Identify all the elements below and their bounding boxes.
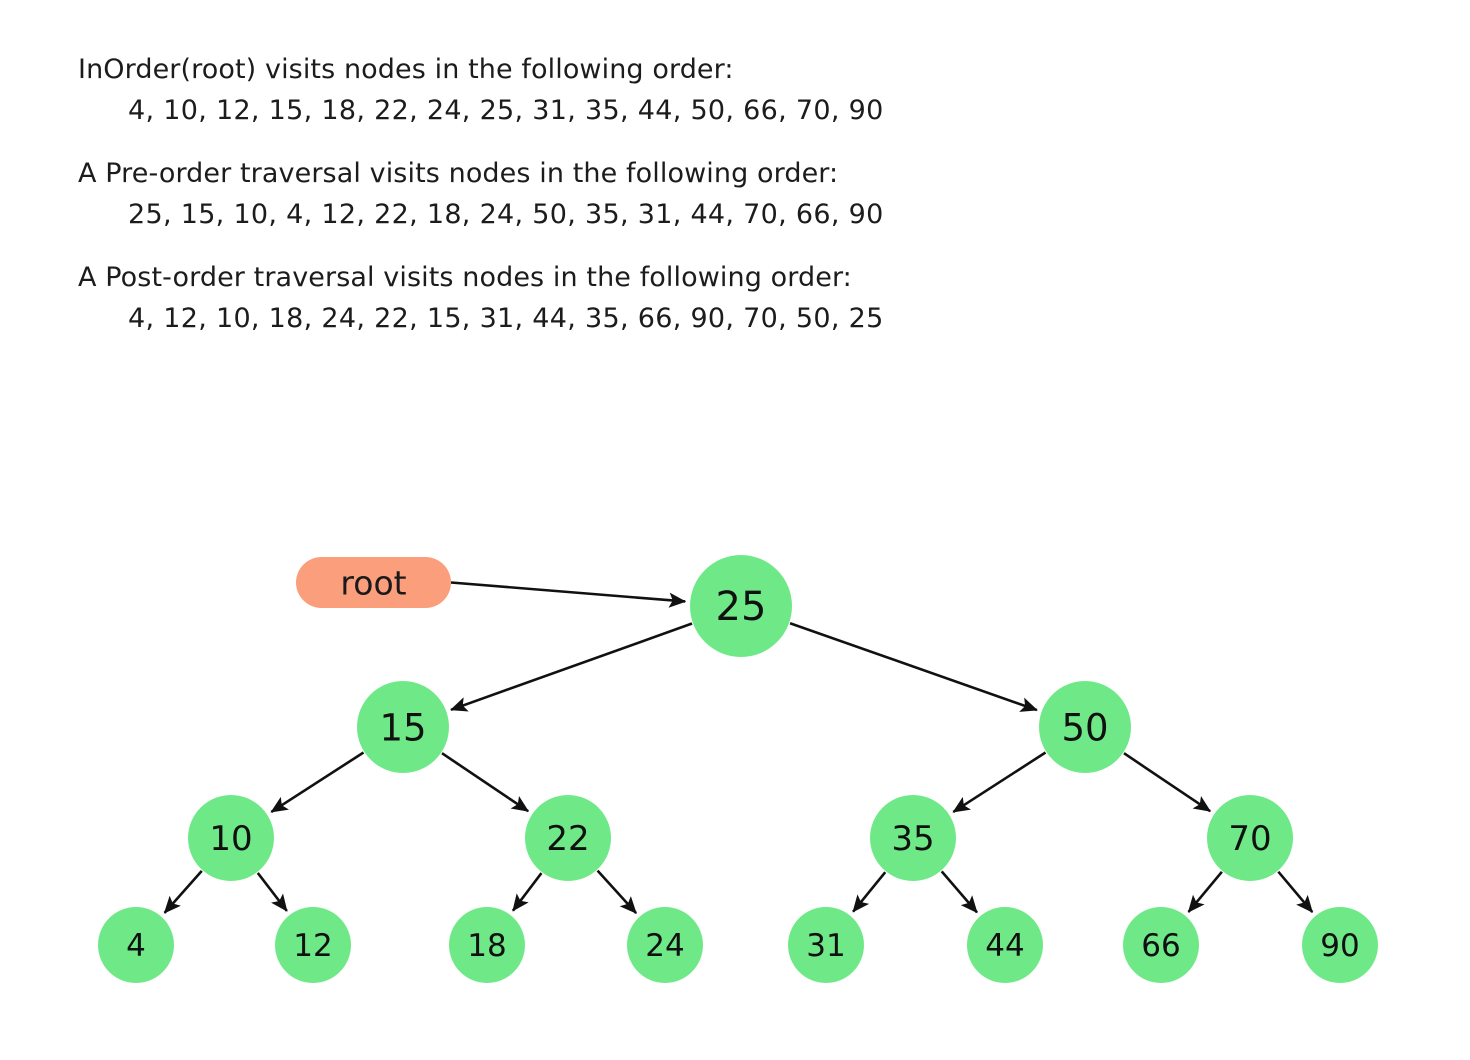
node-label-12: 12 (293, 928, 332, 964)
inorder-sequence: 4, 10, 12, 15, 18, 22, 24, 25, 31, 35, 4… (128, 95, 884, 126)
tree-node-25[interactable]: 25 (690, 555, 792, 657)
postorder-sequence: 4, 12, 10, 18, 24, 22, 15, 31, 44, 35, 6… (128, 303, 884, 334)
tree-edge-e-root-25 (450, 581, 687, 608)
tree-node-66[interactable]: 66 (1123, 907, 1199, 983)
tree-edge-e-70-90 (1277, 870, 1314, 913)
node-circle-10 (188, 795, 274, 881)
node-label-4: 4 (126, 928, 146, 964)
tree-node-15[interactable]: 15 (357, 681, 449, 773)
node-label-50: 50 (1061, 707, 1108, 750)
tree-node-10[interactable]: 10 (188, 795, 274, 881)
node-circle-22 (525, 795, 611, 881)
node-label-10: 10 (209, 819, 252, 859)
tree-node-4[interactable]: 4 (98, 907, 174, 983)
node-circle-31 (788, 907, 864, 983)
tree-edge-e-15-10 (270, 751, 365, 814)
node-label-90: 90 (1320, 928, 1359, 964)
tree-edge-e-22-18 (511, 872, 543, 912)
tree-edge-e-70-66 (1187, 870, 1223, 913)
tree-node-70[interactable]: 70 (1207, 795, 1293, 881)
tree-edge-e-25-50 (789, 622, 1038, 712)
tree-node-44[interactable]: 44 (967, 907, 1043, 983)
tree-edge-e-50-35 (952, 751, 1047, 814)
tree-node-12[interactable]: 12 (275, 907, 351, 983)
preorder-heading: A Pre-order traversal visits nodes in th… (78, 158, 839, 189)
tree-edge-e-35-44 (940, 870, 978, 914)
tree-edge-e-10-4 (163, 870, 203, 914)
binary-search-tree-diagram: 25 15 50 10 22 35 70 4 12 18 24 31 44 66 90 root (0, 520, 1470, 1060)
node-label-70: 70 (1228, 819, 1271, 859)
tree-node-18[interactable]: 18 (449, 907, 525, 983)
root-pill-background (296, 557, 451, 608)
node-label-25: 25 (716, 584, 767, 630)
tree-node-35[interactable]: 35 (870, 795, 956, 881)
node-label-66: 66 (1141, 928, 1180, 964)
tree-edge-e-35-31 (852, 871, 887, 913)
node-label-31: 31 (806, 928, 845, 964)
tree-edges-layer (163, 581, 1314, 915)
node-circle-66 (1123, 907, 1199, 983)
node-circle-24 (627, 907, 703, 983)
tree-nodes-layer: 25 15 50 10 22 35 70 4 12 18 24 31 44 66 90 (98, 555, 1378, 983)
node-circle-12 (275, 907, 351, 983)
inorder-heading: InOrder(root) visits nodes in the follow… (78, 54, 734, 85)
node-label-22: 22 (546, 819, 589, 859)
node-label-24: 24 (645, 928, 684, 964)
node-label-15: 15 (379, 707, 426, 750)
node-circle-35 (870, 795, 956, 881)
tree-edge-e-50-70 (1123, 752, 1212, 813)
tree-node-50[interactable]: 50 (1039, 681, 1131, 773)
tree-edge-e-25-15 (450, 622, 693, 712)
tree-node-31[interactable]: 31 (788, 907, 864, 983)
node-circle-44 (967, 907, 1043, 983)
node-circle-70 (1207, 795, 1293, 881)
tree-edge-e-15-22 (441, 752, 530, 813)
node-label-18: 18 (467, 928, 506, 964)
tree-edge-e-22-24 (596, 869, 638, 915)
tree-node-22[interactable]: 22 (525, 795, 611, 881)
node-circle-25 (690, 555, 792, 657)
traversal-section-postorder: A Post-order traversal visits nodes in t… (78, 258, 1378, 340)
node-circle-4 (98, 907, 174, 983)
traversal-section-inorder: InOrder(root) visits nodes in the follow… (78, 50, 1378, 132)
postorder-heading: A Post-order traversal visits nodes in t… (78, 262, 852, 293)
tree-node-90[interactable]: 90 (1302, 907, 1378, 983)
traversal-text-block: InOrder(root) visits nodes in the follow… (78, 50, 1378, 340)
node-circle-15 (357, 681, 449, 773)
node-label-44: 44 (985, 928, 1024, 964)
node-label-35: 35 (891, 819, 934, 859)
root-pill-label: root (340, 564, 406, 603)
node-circle-18 (449, 907, 525, 983)
node-circle-50 (1039, 681, 1131, 773)
tree-node-24[interactable]: 24 (627, 907, 703, 983)
traversal-section-preorder: A Pre-order traversal visits nodes in th… (78, 154, 1378, 236)
node-circle-90 (1302, 907, 1378, 983)
preorder-sequence: 25, 15, 10, 4, 12, 22, 18, 24, 50, 35, 3… (128, 199, 884, 230)
tree-edge-e-10-12 (256, 872, 288, 912)
root-pointer: root (296, 557, 451, 608)
